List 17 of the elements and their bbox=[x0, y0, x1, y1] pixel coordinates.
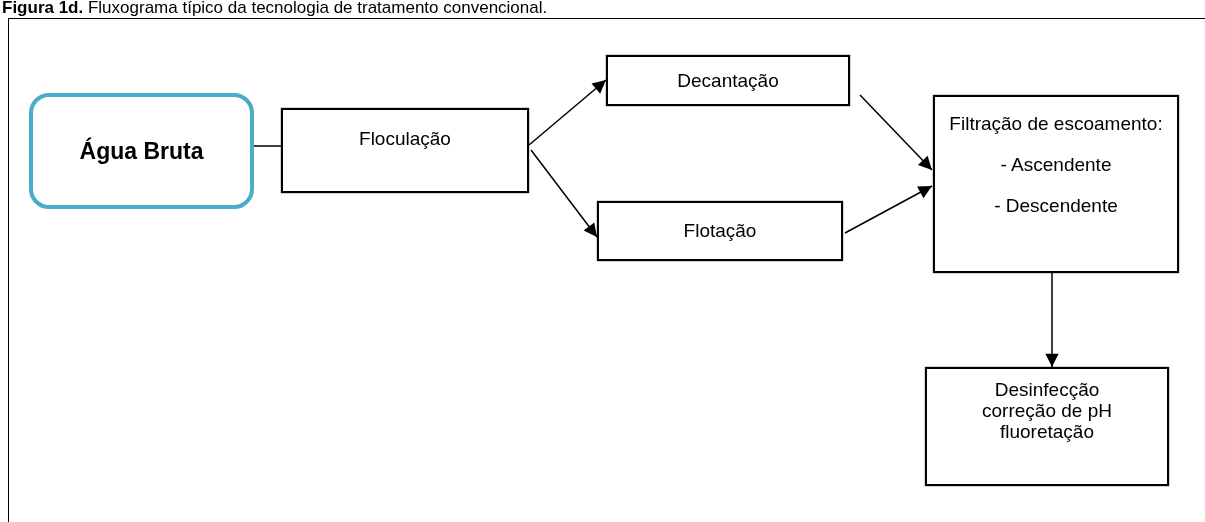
text-line: Desinfecção bbox=[994, 379, 1100, 400]
process-box bbox=[281, 108, 529, 193]
text-line: correção de pH bbox=[982, 400, 1112, 421]
text-line: - Ascendente bbox=[1000, 153, 1112, 177]
node-label: Flotação bbox=[683, 220, 757, 242]
node-label: Floculação bbox=[359, 128, 451, 150]
text-line: - Descendente bbox=[994, 194, 1118, 218]
node-label: Decantação bbox=[677, 69, 779, 92]
text-line: Filtração de escoamento: bbox=[949, 112, 1163, 136]
process-box bbox=[597, 201, 843, 261]
figure-caption: Figura 1d. Fluxograma típico da tecnologia de tratamento convencional. bbox=[2, 0, 548, 17]
start-box bbox=[29, 93, 254, 209]
text-line: fluoretação bbox=[1000, 421, 1094, 442]
process-box bbox=[933, 95, 1179, 273]
process-box bbox=[606, 55, 850, 106]
connector-line bbox=[253, 145, 282, 147]
process-box bbox=[925, 367, 1169, 486]
